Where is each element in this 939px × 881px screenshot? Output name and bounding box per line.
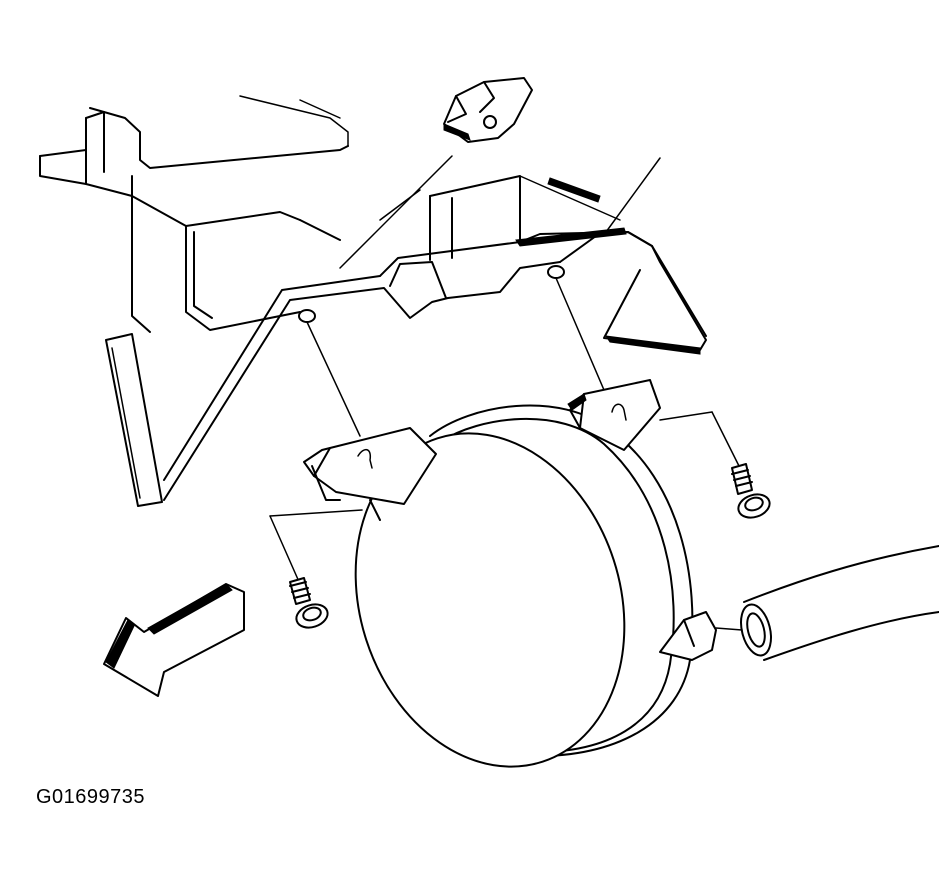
clip-nut-icon (443, 77, 533, 143)
screw-right-icon (659, 411, 771, 519)
fog-lamp-icon (303, 379, 717, 768)
figure-id-label: G01699735 (36, 786, 146, 808)
forward-arrow-icon (103, 583, 245, 697)
screw-left-icon (269, 509, 363, 629)
bracket-holes (298, 265, 605, 437)
mounting-bracket (163, 155, 707, 501)
upper-body-panel (39, 95, 349, 333)
bracket-hole-right (547, 265, 565, 279)
left-support-leg (105, 333, 163, 507)
wiring-connector-icon (715, 545, 939, 661)
bracket-hole-left (298, 309, 316, 323)
